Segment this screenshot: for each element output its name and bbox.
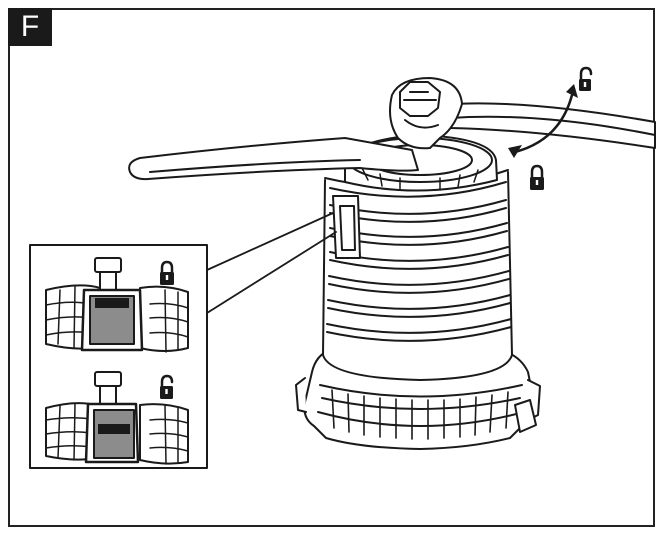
- step-label: F: [8, 8, 52, 46]
- rotation-arrow-icon: [508, 84, 578, 158]
- detail-inset: [29, 244, 208, 469]
- callout-lines: [206, 212, 337, 314]
- padlock-locked-icon: [530, 164, 544, 190]
- wrench: [128, 77, 656, 181]
- inset-unlocked-detail: [45, 371, 189, 465]
- filter-housing: [295, 169, 541, 450]
- padlock-unlocked-icon: [579, 66, 593, 91]
- inset-padlock-unlocked-icon: [160, 374, 174, 399]
- inset-locked-detail: [45, 257, 189, 353]
- inset-padlock-locked-icon: [160, 260, 174, 285]
